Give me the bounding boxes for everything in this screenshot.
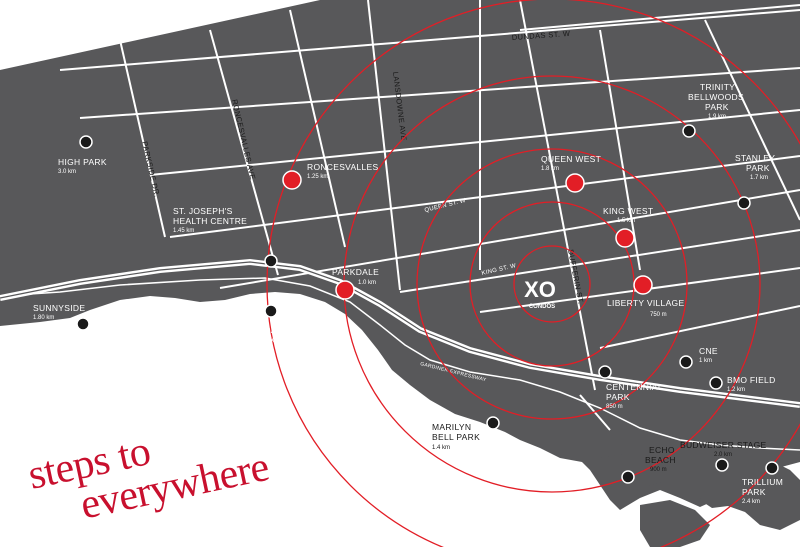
marker-budweiser[interactable]: [715, 458, 729, 472]
label-roncesvalles-place: RONCESVALLES: [307, 162, 378, 172]
label-trillium-1: TRILLIUM: [742, 477, 783, 487]
marker-parkdale[interactable]: [335, 280, 355, 300]
label-queen-west: QUEEN WEST: [541, 154, 601, 164]
land-mass: [0, 0, 800, 510]
dist-st-josephs: 1.45 km: [173, 228, 194, 234]
marker-budapest[interactable]: [264, 304, 278, 318]
label-dundas: DUNDAS ST. W: [512, 29, 572, 42]
ring-3: [416, 148, 688, 420]
dist-king-west: 1.5 km: [617, 218, 635, 224]
label-st-josephs-1: ST. JOSEPH'S: [173, 206, 233, 216]
marker-high-park[interactable]: [79, 135, 93, 149]
red-markers: [282, 170, 653, 300]
label-echo-2: BEACH: [645, 455, 676, 465]
label-centennial-2: PARK: [606, 392, 630, 402]
label-cne: CNE: [699, 346, 718, 356]
label-marilyn-2: BELL PARK: [432, 432, 480, 442]
road-parkside: [119, 39, 166, 238]
dist-budapest: 2.1 km: [252, 347, 270, 353]
dist-marilyn: 1.4 km: [432, 445, 450, 451]
road-gardiner-center: [0, 261, 800, 406]
marker-stanley[interactable]: [737, 196, 751, 210]
label-echo-1: ECHO: [649, 445, 675, 455]
label-stanley-2: PARK: [746, 163, 770, 173]
road-college: [79, 67, 800, 119]
marker-liberty-village[interactable]: [633, 275, 653, 295]
road-a: [149, 109, 800, 176]
road-dundas: [59, 9, 800, 71]
road-lansdowne: [367, 0, 401, 291]
tagline: steps to everywhere: [24, 428, 273, 528]
road-b: [399, 229, 800, 293]
road-dundas-upper: [519, 4, 800, 31]
label-trinity-3: PARK: [705, 102, 729, 112]
label-high-park: HIGH PARK: [58, 157, 107, 167]
label-trinity-1: TRINITY: [700, 82, 735, 92]
marker-trillium[interactable]: [765, 461, 779, 475]
dist-roncesvalles: 1.25 km: [307, 174, 328, 180]
label-parkdale: PARKDALE: [332, 267, 379, 277]
label-budweiser: BUDWEISER STAGE: [680, 440, 767, 450]
marker-trinity[interactable]: [682, 124, 696, 138]
lakeshore: [0, 277, 800, 451]
logo-sub: CONDOS: [529, 304, 555, 310]
road-queen: [169, 155, 800, 238]
road-dufferin: [519, 0, 596, 391]
marker-st-josephs[interactable]: [264, 254, 278, 268]
island-west: [598, 454, 672, 486]
road-d: [599, 305, 800, 349]
dist-bmo: 1.2 km: [727, 387, 745, 393]
dist-sunnyside: 1.80 km: [33, 315, 54, 321]
ring-5: [266, 0, 800, 547]
label-king-west: KING WEST: [603, 206, 653, 216]
dist-budweiser: 2.0 km: [714, 452, 732, 458]
marker-echo[interactable]: [621, 470, 635, 484]
black-markers: [76, 124, 779, 484]
dist-liberty-village: 750 m: [650, 312, 667, 318]
marker-marilyn[interactable]: [486, 416, 500, 430]
label-marilyn-1: MARILYN: [432, 422, 471, 432]
road-sorauren: [289, 9, 346, 248]
label-budapest-1: BUDAPEST: [252, 325, 300, 335]
label-sunnyside: SUNNYSIDE: [33, 303, 85, 313]
marker-centennial[interactable]: [598, 365, 612, 379]
road-roncesvalles: [209, 29, 279, 276]
label-st-josephs-2: HEALTH CENTRE: [173, 216, 247, 226]
label-stanley-1: STANLEY: [735, 153, 775, 163]
place-labels: HIGH PARK 3.0 km RONCESVALLES 1.25 km ST…: [33, 82, 783, 505]
dist-parkdale: 1.0 km: [358, 280, 376, 286]
dist-echo: 900 m: [650, 467, 667, 473]
xo-logo: XO CONDOS: [524, 277, 556, 310]
dist-cne: 1 km: [699, 358, 712, 364]
road-strachan: [704, 19, 800, 221]
dist-high-park: 3.0 km: [58, 169, 76, 175]
dist-trinity: 1.9 km: [708, 114, 726, 120]
label-bmo: BMO FIELD: [727, 375, 776, 385]
label-budapest-2: PARK: [252, 335, 276, 345]
marker-cne[interactable]: [679, 355, 693, 369]
label-trillium-2: PARK: [742, 487, 766, 497]
label-trinity-2: BELLWOODS: [688, 92, 744, 102]
marker-king-west[interactable]: [615, 228, 635, 248]
dist-trillium: 2.4 km: [742, 499, 760, 505]
marker-roncesvalles[interactable]: [282, 170, 302, 190]
marker-sunnyside[interactable]: [76, 317, 90, 331]
marker-queen-west[interactable]: [565, 173, 585, 193]
dist-centennial: 850 m: [606, 404, 623, 410]
road-gladstone: [599, 29, 641, 271]
road-network: [59, 0, 800, 431]
label-liberty-village: LIBERTY VILLAGE: [607, 298, 684, 308]
logo-mark: XO: [524, 277, 556, 302]
ring-1: [513, 245, 591, 323]
dist-queen-west: 1.8 km: [541, 166, 559, 172]
label-centennial-1: CENTENNIAL: [606, 382, 663, 392]
dist-stanley: 1.7 km: [750, 175, 768, 181]
island-south: [640, 500, 710, 547]
marker-bmo[interactable]: [709, 376, 723, 390]
